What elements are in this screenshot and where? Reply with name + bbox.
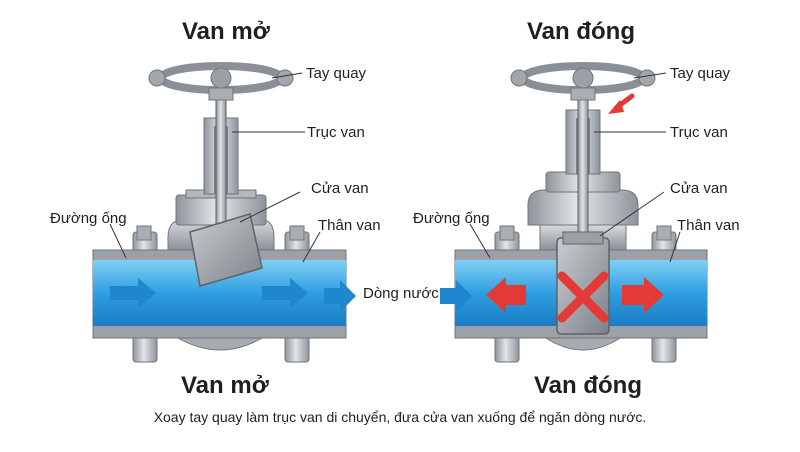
open-pipe-label: Đường ống [50, 210, 127, 227]
closed-pipe-label: Đường ống [413, 210, 490, 227]
handwheel-hub [572, 67, 594, 89]
flow-label: Dòng nước [363, 285, 439, 302]
leader-line [469, 223, 491, 259]
handwheel-knob [510, 69, 528, 87]
stem-nut [208, 87, 234, 101]
caption: Xoay tay quay làm trục van di chuyển, đư… [153, 409, 647, 425]
closed-gate-label: Cửa van [670, 180, 728, 197]
bolt [499, 225, 515, 241]
leader-line [669, 231, 681, 263]
leader-line [633, 72, 667, 79]
open-bottom-title: Van mở [181, 372, 269, 399]
open-title: Van mở [182, 18, 270, 45]
open-handwheel-label: Tay quay [306, 65, 367, 82]
stem [577, 91, 589, 243]
open-stem-label: Trục van [307, 124, 365, 141]
leader-line [302, 231, 321, 263]
closed-body-label: Thân van [677, 217, 740, 234]
bolt [289, 225, 305, 241]
gate [189, 213, 263, 287]
handwheel-hub [210, 67, 232, 89]
flow-in-arrow [440, 280, 472, 312]
closed-stem-label: Trục van [670, 124, 728, 141]
leader-line [271, 72, 303, 79]
handwheel-knob [276, 69, 294, 87]
handwheel-knob [148, 69, 166, 87]
flow-out-arrow [324, 280, 356, 312]
open-gate-label: Cửa van [311, 180, 369, 197]
stop-arrow-right [622, 277, 664, 313]
leader-line [599, 191, 665, 237]
open-valve [92, 62, 356, 363]
closed-valve [440, 62, 708, 363]
stem [215, 91, 227, 239]
stop-arrow-left [486, 277, 526, 313]
closed-title: Van đóng [527, 18, 635, 45]
valve-body-bottom [544, 337, 622, 351]
bolt [656, 225, 672, 241]
blocked-x-icon [557, 271, 609, 323]
flow-arrow [262, 278, 308, 308]
valve-body-bottom [176, 337, 264, 351]
leader-line [239, 191, 301, 223]
closed-handwheel-label: Tay quay [670, 65, 731, 82]
rotation-arrow-head [608, 100, 624, 114]
leader-line [109, 223, 127, 259]
handwheel-knob [638, 69, 656, 87]
bolt [136, 225, 152, 241]
closed-bottom-title: Van đóng [534, 372, 642, 399]
stem-nut [570, 87, 596, 101]
flow-arrow [110, 278, 156, 308]
open-body-label: Thân van [318, 217, 381, 234]
gate-nut [562, 231, 604, 245]
